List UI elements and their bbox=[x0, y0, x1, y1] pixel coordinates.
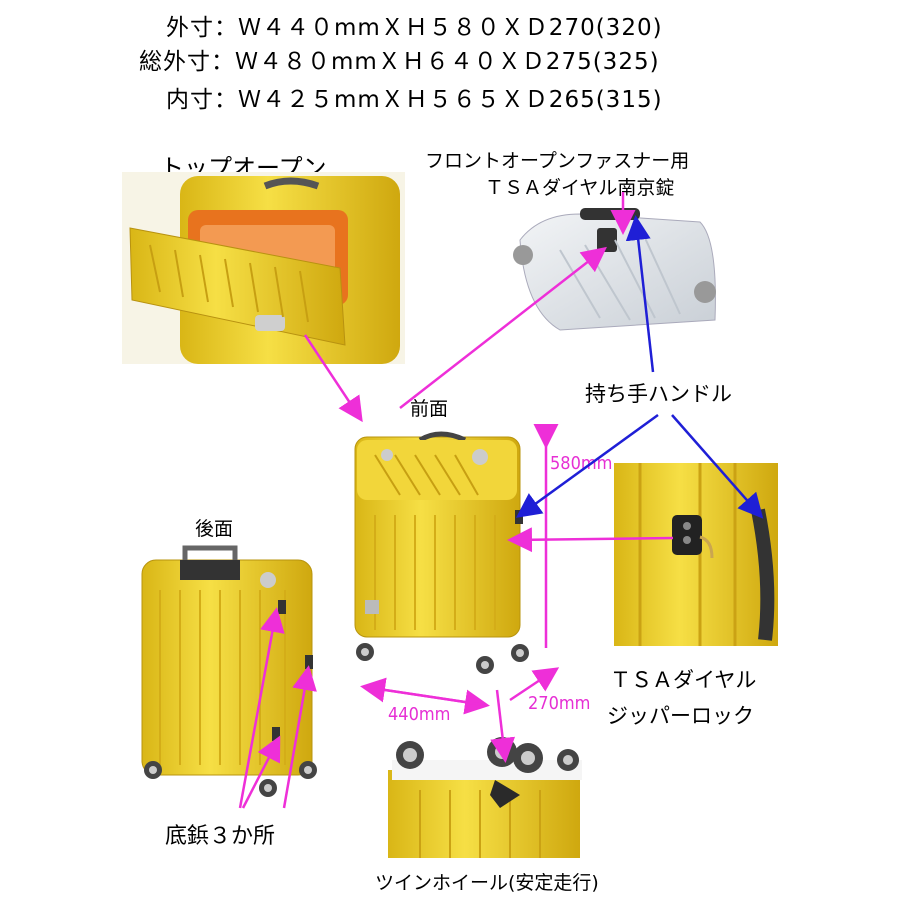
label-zipper-lock-1: ＴＳＡダイヤル bbox=[610, 668, 757, 692]
back-suitcase-photo bbox=[141, 545, 317, 797]
label-handle: 持ち手ハンドル bbox=[585, 382, 732, 406]
label-lock-title-2: ＴＳＡダイヤル南京錠 bbox=[485, 177, 675, 199]
spec-outer: 外寸：Ｗ４４０mmＸＨ５８０ＸＤ270(320) bbox=[166, 15, 663, 41]
front-suitcase-photo bbox=[354, 431, 529, 674]
magenta-arrows bbox=[238, 192, 674, 809]
tsa-lock-photo bbox=[513, 208, 716, 331]
label-back: 後面 bbox=[195, 518, 234, 540]
blue-arrows bbox=[515, 215, 764, 519]
dimension-depth: 270mm bbox=[528, 693, 591, 714]
top-open-photo bbox=[122, 172, 405, 364]
spec-total-outer: 総外寸：Ｗ４８０mmＸＨ６４０ＸＤ275(325) bbox=[139, 49, 660, 75]
spec-inner: 内寸：Ｗ４２５mmＸＨ５６５ＸＤ265(315) bbox=[166, 87, 663, 113]
zipper-lock-photo bbox=[614, 463, 778, 646]
label-wheels: ツインホイール(安定走行) bbox=[375, 872, 599, 894]
label-lock-title-1: フロントオープンファスナー用 bbox=[425, 150, 690, 172]
dimension-width: 440mm bbox=[388, 704, 451, 725]
label-zipper-lock-2: ジッパーロック bbox=[607, 704, 754, 728]
label-front: 前面 bbox=[410, 398, 449, 420]
label-feet: 底鋲３か所 bbox=[165, 824, 276, 849]
twin-wheel-photo bbox=[388, 737, 582, 858]
